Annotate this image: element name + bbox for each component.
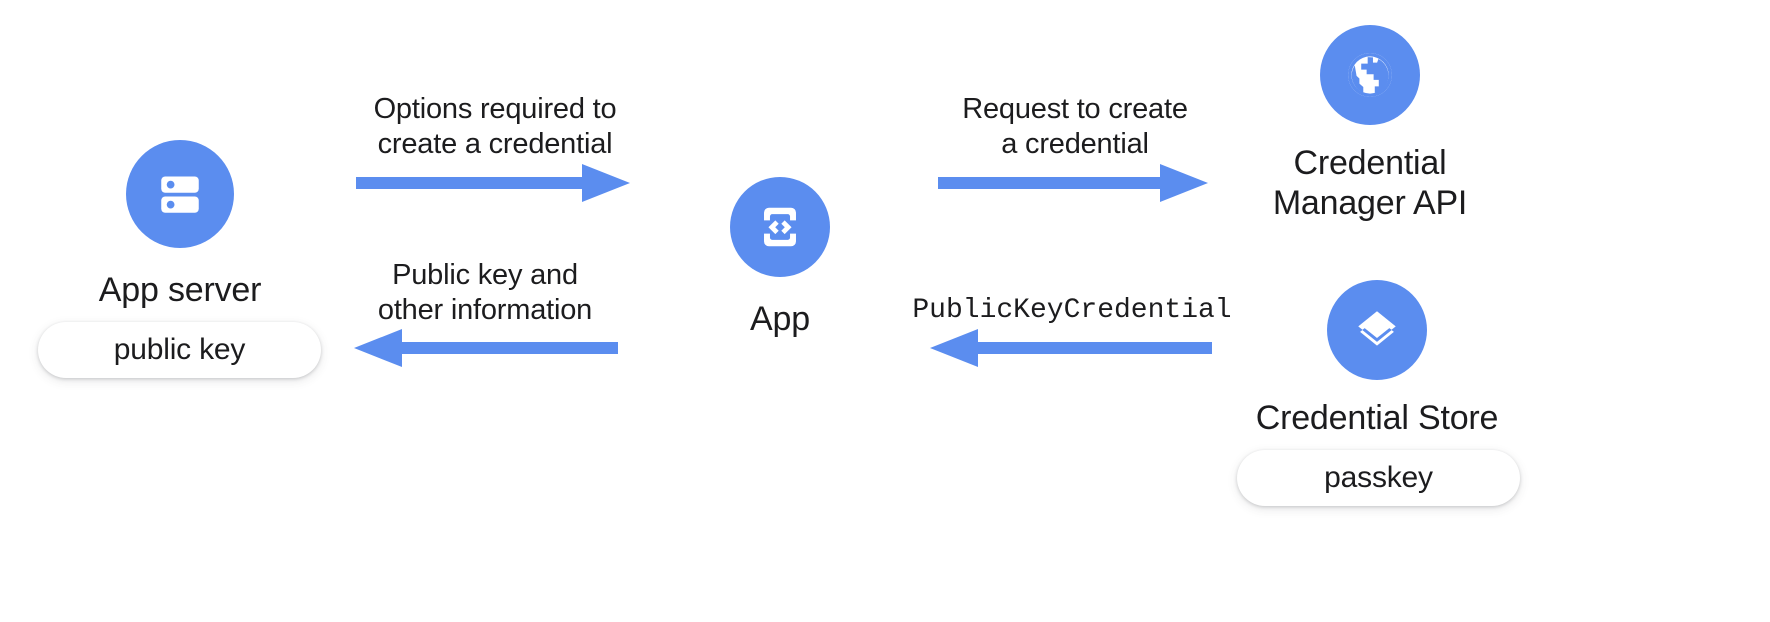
node-credential-manager-api: Credential Manager API — [1225, 25, 1515, 223]
layers-icon — [1327, 280, 1427, 380]
chip-public-key: public key — [38, 322, 321, 378]
arrow-caption-request: Request to create a credential — [962, 93, 1188, 161]
arrow-public-key-credential-left — [930, 325, 1212, 371]
chip-passkey-label: passkey — [1324, 461, 1433, 494]
node-app-server: App server — [40, 140, 320, 310]
node-app-label: App — [750, 300, 810, 338]
arrow-caption-public-key: Public key and other information — [377, 259, 593, 327]
arrow-caption-public-key-credential: PublicKeyCredential — [912, 295, 1232, 326]
node-credential-store: Credential Store — [1232, 280, 1522, 438]
chip-passkey: passkey — [1237, 450, 1520, 506]
phone-code-icon — [730, 177, 830, 277]
arrow-request-right — [938, 160, 1208, 206]
globe-icon — [1320, 25, 1420, 125]
arrow-public-key-left — [354, 325, 618, 371]
server-icon — [126, 140, 234, 248]
arrow-options-right — [356, 160, 630, 206]
arrow-caption-options: Options required to create a credential — [373, 93, 617, 161]
node-credential-manager-api-label: Credential Manager API — [1272, 144, 1468, 223]
node-app: App — [660, 177, 900, 339]
node-credential-store-label: Credential Store — [1255, 399, 1499, 437]
chip-public-key-label: public key — [113, 333, 246, 366]
node-app-server-label: App server — [98, 271, 262, 309]
